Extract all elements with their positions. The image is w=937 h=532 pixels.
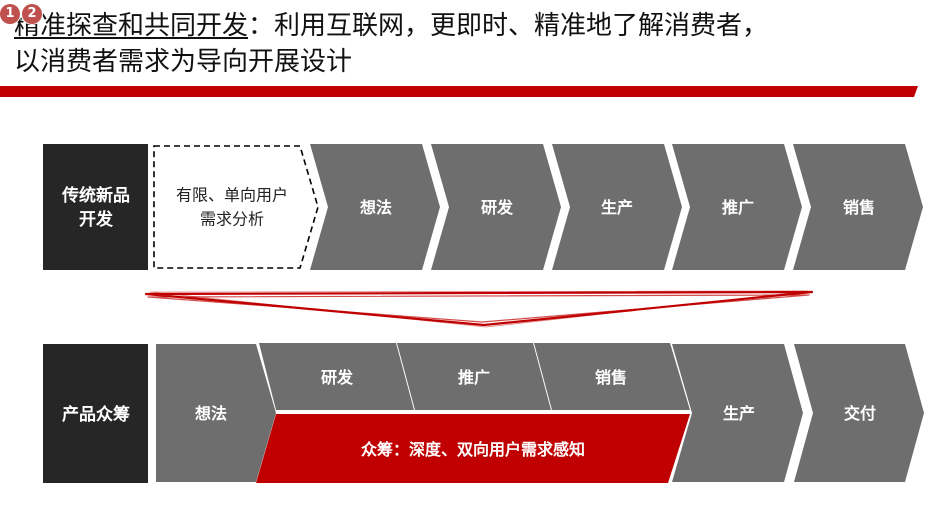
chevron-label: 生产 (601, 198, 633, 217)
text-line: 需求分析 (200, 210, 264, 229)
text-line: 开发 (79, 209, 114, 230)
crowdfunding-label-box (43, 344, 148, 483)
crowdfunding-upper-chevron-1: 推广 (397, 343, 551, 410)
traditional-chevron-2: 生产 (552, 144, 682, 270)
crowdfunding-banner-text: 众筹：深度、双向用户需求感知 (361, 440, 585, 459)
crowdfunding-label: 产品众筹 (62, 404, 130, 425)
traditional-chevron-1: 研发 (431, 144, 561, 270)
transition-funnel (144, 290, 814, 328)
page-title: 精准探查和共同开发：利用互联网，更即时、精准地了解消费者， 以消费者需求为导向开展… (14, 8, 924, 80)
chevron-label: 交付 (844, 404, 876, 423)
traditional-chevron-3: 推广 (672, 144, 802, 270)
title-rest-line1: ：利用互联网，更即时、精准地了解消费者， (248, 11, 769, 41)
crowdfunding-upper-chevron-2: 销售 (534, 343, 690, 410)
step-badge-2: 2 (22, 4, 42, 24)
analysis-box-text: 有限、单向用户需求分析 (176, 186, 288, 229)
chevron-label: 想法 (359, 198, 392, 217)
chevron-label: 研发 (481, 198, 514, 217)
crowdfunding-chevron-production: 生产 (672, 344, 803, 482)
chevron-label: 销售 (843, 198, 875, 217)
step-badge-1: 1 (0, 4, 20, 24)
traditional-label: 传统新品开发 (61, 185, 130, 230)
chevron-label: 推广 (722, 198, 754, 217)
title-line2: 以消费者需求为导向开展设计 (14, 47, 353, 77)
traditional-chevron-0: 想法 (310, 144, 440, 270)
chevron-label: 销售 (595, 368, 627, 387)
crowdfunding-banner: 众筹：深度、双向用户需求感知 (256, 414, 690, 483)
crowdfunding-chevron-delivery: 交付 (794, 344, 924, 482)
chevron-label: 想法 (194, 404, 227, 423)
title-underlined-part: 精准探查和共同开发 (14, 11, 249, 41)
text-line: 有限、单向用户 (176, 186, 288, 205)
title-red-rule (0, 86, 918, 97)
traditional-chevron-4: 销售 (793, 144, 923, 270)
traditional-label-box (43, 144, 148, 270)
chevron-label: 生产 (723, 404, 755, 423)
chevron-label: 推广 (458, 368, 490, 387)
crowdfunding-chevron-idea: 想法 (156, 344, 276, 482)
chevron-label: 研发 (321, 368, 354, 387)
analysis-dashed-box (153, 145, 319, 269)
text-line: 传统新品 (61, 185, 130, 206)
crowdfunding-upper-chevron-0: 研发 (259, 343, 414, 410)
